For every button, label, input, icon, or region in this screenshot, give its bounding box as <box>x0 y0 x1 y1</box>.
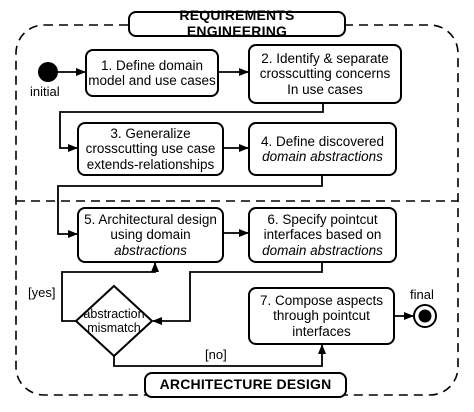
flow-4-to-5 <box>57 175 323 238</box>
step-2-box <box>248 44 402 104</box>
step-6-label: 6. Specify pointcut interfaces based on … <box>249 208 396 262</box>
step-5-line-1: 5. Architectural design <box>84 212 217 228</box>
decision-label: abstraction mismatch <box>70 306 158 336</box>
step-2-label: 2. Identify & separate crosscutting conc… <box>249 45 401 103</box>
step-5-box <box>77 207 224 263</box>
decision-line-1: abstraction <box>83 307 145 321</box>
step-2-line-1: 2. Identify & separate <box>261 51 389 67</box>
initial-label: initial <box>30 84 60 99</box>
top-band-box <box>128 11 346 37</box>
step-3-box <box>77 122 224 176</box>
step-7-line-1: 7. Compose aspects <box>259 293 384 309</box>
step-3-line-3: extends-relationships <box>86 156 215 172</box>
step-6-line-1: 6. Specify pointcut <box>267 212 378 228</box>
guard-no-label: [no] <box>205 347 227 362</box>
step-1-line-1: 1. Define domain <box>100 57 204 73</box>
bottom-band-label: ARCHITECTURE DESIGN <box>159 376 332 393</box>
step-5-line-2: using domain <box>110 227 191 243</box>
step-6-line-2: interfaces based on <box>263 227 382 243</box>
step-3-line-1: 3. Generalize <box>110 126 191 142</box>
step-1-box <box>85 49 219 97</box>
step-7-label: 7. Compose aspects through pointcut inte… <box>249 288 394 344</box>
initial-node <box>38 62 58 82</box>
step-1-line-2: model and use cases <box>88 73 216 88</box>
top-band-label: REQUIREMENTS ENGINEERING <box>179 7 295 39</box>
step-5-label: 5. Architectural design using domain abs… <box>78 208 223 262</box>
flow-decision-no <box>113 344 326 367</box>
bottom-band-box <box>144 372 347 398</box>
step-3-label: 3. Generalize crosscutting use case exte… <box>78 123 223 175</box>
step-7-line-3: interfaces <box>292 323 351 339</box>
step-2-line-2: crosscutting concerns <box>259 66 391 82</box>
step-4-label: 4. Define discovered domain abstractions <box>249 123 396 175</box>
final-label: final <box>410 287 434 302</box>
step-3-line-2: crosscutting use case <box>85 141 216 157</box>
step-5-line-3: abstractions <box>114 242 187 258</box>
step-4-line-1: 4. Define discovered <box>260 133 385 149</box>
step-6-line-3: domain abstractions <box>262 242 383 258</box>
step-2-line-3: In use cases <box>287 81 363 97</box>
flow-decision-yes <box>61 262 159 322</box>
decision-line-2: mismatch <box>87 321 141 335</box>
flow-6-to-decision <box>152 262 323 325</box>
flow-lines <box>57 68 414 367</box>
step-1-label: 1. Define domain model and use cases <box>86 50 218 96</box>
final-node-inner <box>418 309 432 323</box>
step-7-line-2: through pointcut <box>273 308 370 324</box>
flow-2-to-3 <box>59 103 324 152</box>
step-4-line-2: domain abstractions <box>262 149 383 164</box>
guard-yes-label: [yes] <box>28 285 56 300</box>
